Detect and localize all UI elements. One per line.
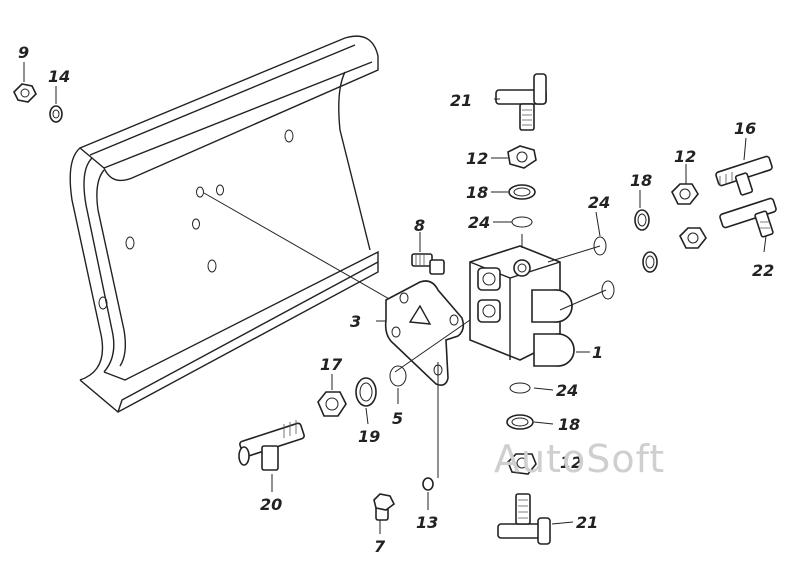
label-18-top: 18 [466,183,488,202]
label-14: 14 [48,67,70,86]
label-13: 13 [416,513,438,532]
valve-icon [469,245,575,367]
label-22: 22 [752,261,774,280]
label-12-bottom: 12 [560,453,582,472]
label-3: 3 [350,312,361,331]
part-labels: 1 3 5 7 8 9 12 12 12 13 14 16 17 18 18 1… [18,43,774,556]
bracket-icon [384,280,465,386]
label-24-bottom: 24 [556,381,578,400]
label-1: 1 [592,343,603,362]
watermark: AutoSoft [494,437,665,481]
label-8: 8 [414,216,425,235]
label-24-left: 24 [468,213,490,232]
label-18-bottom: 18 [558,415,580,434]
label-18-right: 18 [630,171,652,190]
label-16: 16 [734,119,756,138]
label-7: 7 [374,537,386,556]
label-24-right: 24 [588,193,610,212]
label-12-top: 12 [466,149,488,168]
label-9: 9 [18,43,29,62]
label-21-bottom: 21 [576,513,598,532]
label-19: 19 [358,427,380,446]
label-17: 17 [320,355,343,374]
label-20: 20 [260,495,282,514]
washer-icon [49,105,658,491]
hex-nut-icon [13,83,707,475]
tee-fitting-icon [238,73,777,545]
bolt-icon [373,253,445,521]
label-5: 5 [392,409,403,428]
frame-icon [69,35,379,413]
label-12-right: 12 [674,147,696,166]
label-21-top: 21 [450,91,472,110]
